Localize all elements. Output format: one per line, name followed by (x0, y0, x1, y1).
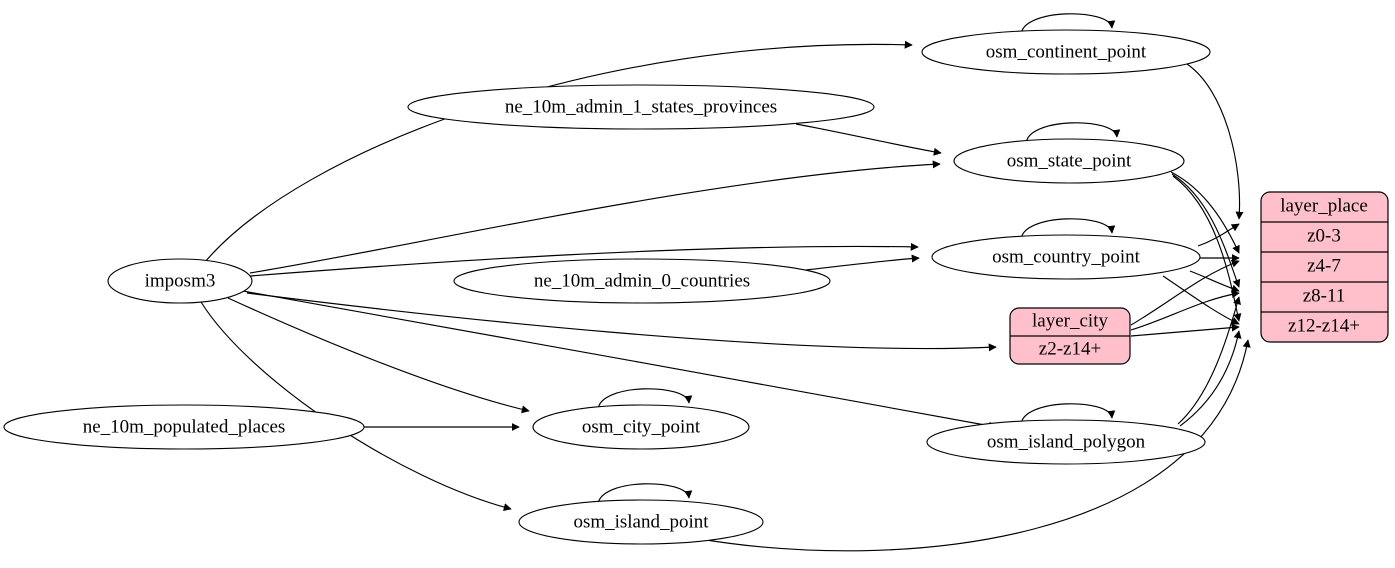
layer-place-box (1260, 191, 1389, 343)
self-loop-osm_island_polygon (1020, 403, 1116, 426)
edge-imposm3-to-osm_city_point (227, 297, 530, 414)
edge-osm_country_point-to-z8-11 (1189, 270, 1240, 293)
node-label-osm-island-point: osm_island_point (573, 511, 709, 532)
node-ne-10m-admin-1-states-provinces[interactable]: ne_10m_admin_1_states_provinces (407, 84, 875, 130)
edge-imposm3-to-osm_continent_point (204, 40, 913, 263)
edge-osm_country_point-to-z0-3 (1197, 223, 1240, 247)
node-label-osm-island-polygon: osm_island_polygon (987, 431, 1146, 452)
node-osm-city-point[interactable]: osm_city_point (532, 404, 750, 450)
node-label-osm-continent-point: osm_continent_point (986, 41, 1147, 62)
node-ne-10m-admin-0-countries[interactable]: ne_10m_admin_0_countries (453, 258, 831, 304)
node-label-ne-states: ne_10m_admin_1_states_provinces (505, 96, 777, 117)
node-layer-place[interactable]: layer_place z0-3 z4-7 z8-11 z12-z14+ (1260, 191, 1389, 343)
layer-place-header: layer_place (1280, 195, 1368, 216)
edge-osm_continent_point-to-z0-3 (1186, 63, 1244, 220)
edge-imposm3-to-osm_island_point (200, 301, 512, 512)
edge-osm_island_polygon-to-z8-11 (1177, 296, 1241, 425)
self-loop-osm_island_point (597, 483, 693, 506)
edge-layer_city-to-z8-11 (1130, 290, 1240, 331)
node-label-imposm3: imposm3 (145, 270, 216, 291)
edge-layer_city-to-z4-7 (1130, 259, 1240, 326)
edge-imposm3-to-osm_island_polygon (242, 290, 997, 430)
layer-place-row-z12-z14[interactable]: z12-z14+ (1288, 315, 1360, 336)
node-label-ne-countries: ne_10m_admin_0_countries (534, 270, 750, 291)
edge-imposm3-to-osm_country_point (249, 242, 919, 277)
node-label-osm-state-point: osm_state_point (1007, 150, 1132, 171)
node-osm-continent-point[interactable]: osm_continent_point (921, 29, 1211, 75)
edge-osm_state_point-to-z8-11 (1171, 173, 1241, 288)
self-loop-osm_country_point (1020, 218, 1116, 241)
edge-layer (200, 13, 1251, 552)
edge-imposm3-to-osm_state_point (249, 160, 941, 274)
layer-city-header: layer_city (1032, 310, 1108, 331)
self-loop-osm_city_point (597, 388, 693, 411)
edge-ne_states-to-osm_state_point (795, 123, 942, 156)
node-layer-city[interactable]: layer_city z2-z14+ (1009, 307, 1131, 365)
node-osm-island-point[interactable]: osm_island_point (518, 499, 764, 545)
node-ne-10m-populated-places[interactable]: ne_10m_populated_places (3, 404, 365, 450)
node-osm-island-polygon[interactable]: osm_island_polygon (926, 419, 1206, 465)
node-label-ne-populated: ne_10m_populated_places (83, 416, 286, 437)
edge-osm_island_point-to-z12-z14 (699, 339, 1251, 552)
self-loop-osm_state_point (1025, 122, 1121, 145)
edge-imposm3-to-layer_city (246, 292, 997, 352)
edge-layer_city-to-z12-z14 (1130, 323, 1240, 337)
node-imposm3[interactable]: imposm3 (107, 258, 253, 304)
edge-osm_island_polygon-to-z12-z14 (1179, 330, 1242, 427)
node-label-osm-country-point: osm_country_point (992, 246, 1140, 267)
self-loop-osm_continent_point (1020, 13, 1116, 36)
edge-ne_countries-to-osm_country_point (805, 254, 920, 271)
layer-city-row-z2-z14[interactable]: z2-z14+ (1039, 338, 1101, 359)
edge-osm_country_point-to-z12-z14 (1162, 275, 1240, 325)
node-osm-state-point[interactable]: osm_state_point (953, 138, 1185, 184)
layer-place-row-z0-3[interactable]: z0-3 (1307, 225, 1341, 246)
edge-osm_state_point-to-z4-7 (1170, 171, 1240, 254)
layer-place-row-z8-11[interactable]: z8-11 (1303, 285, 1346, 306)
node-layer: imposm3 ne_10m_admin_1_states_provinces … (3, 29, 1389, 545)
layer-place-row-z4-7[interactable]: z4-7 (1307, 255, 1341, 276)
node-label-osm-city-point: osm_city_point (582, 416, 701, 437)
node-osm-country-point[interactable]: osm_country_point (931, 234, 1201, 280)
